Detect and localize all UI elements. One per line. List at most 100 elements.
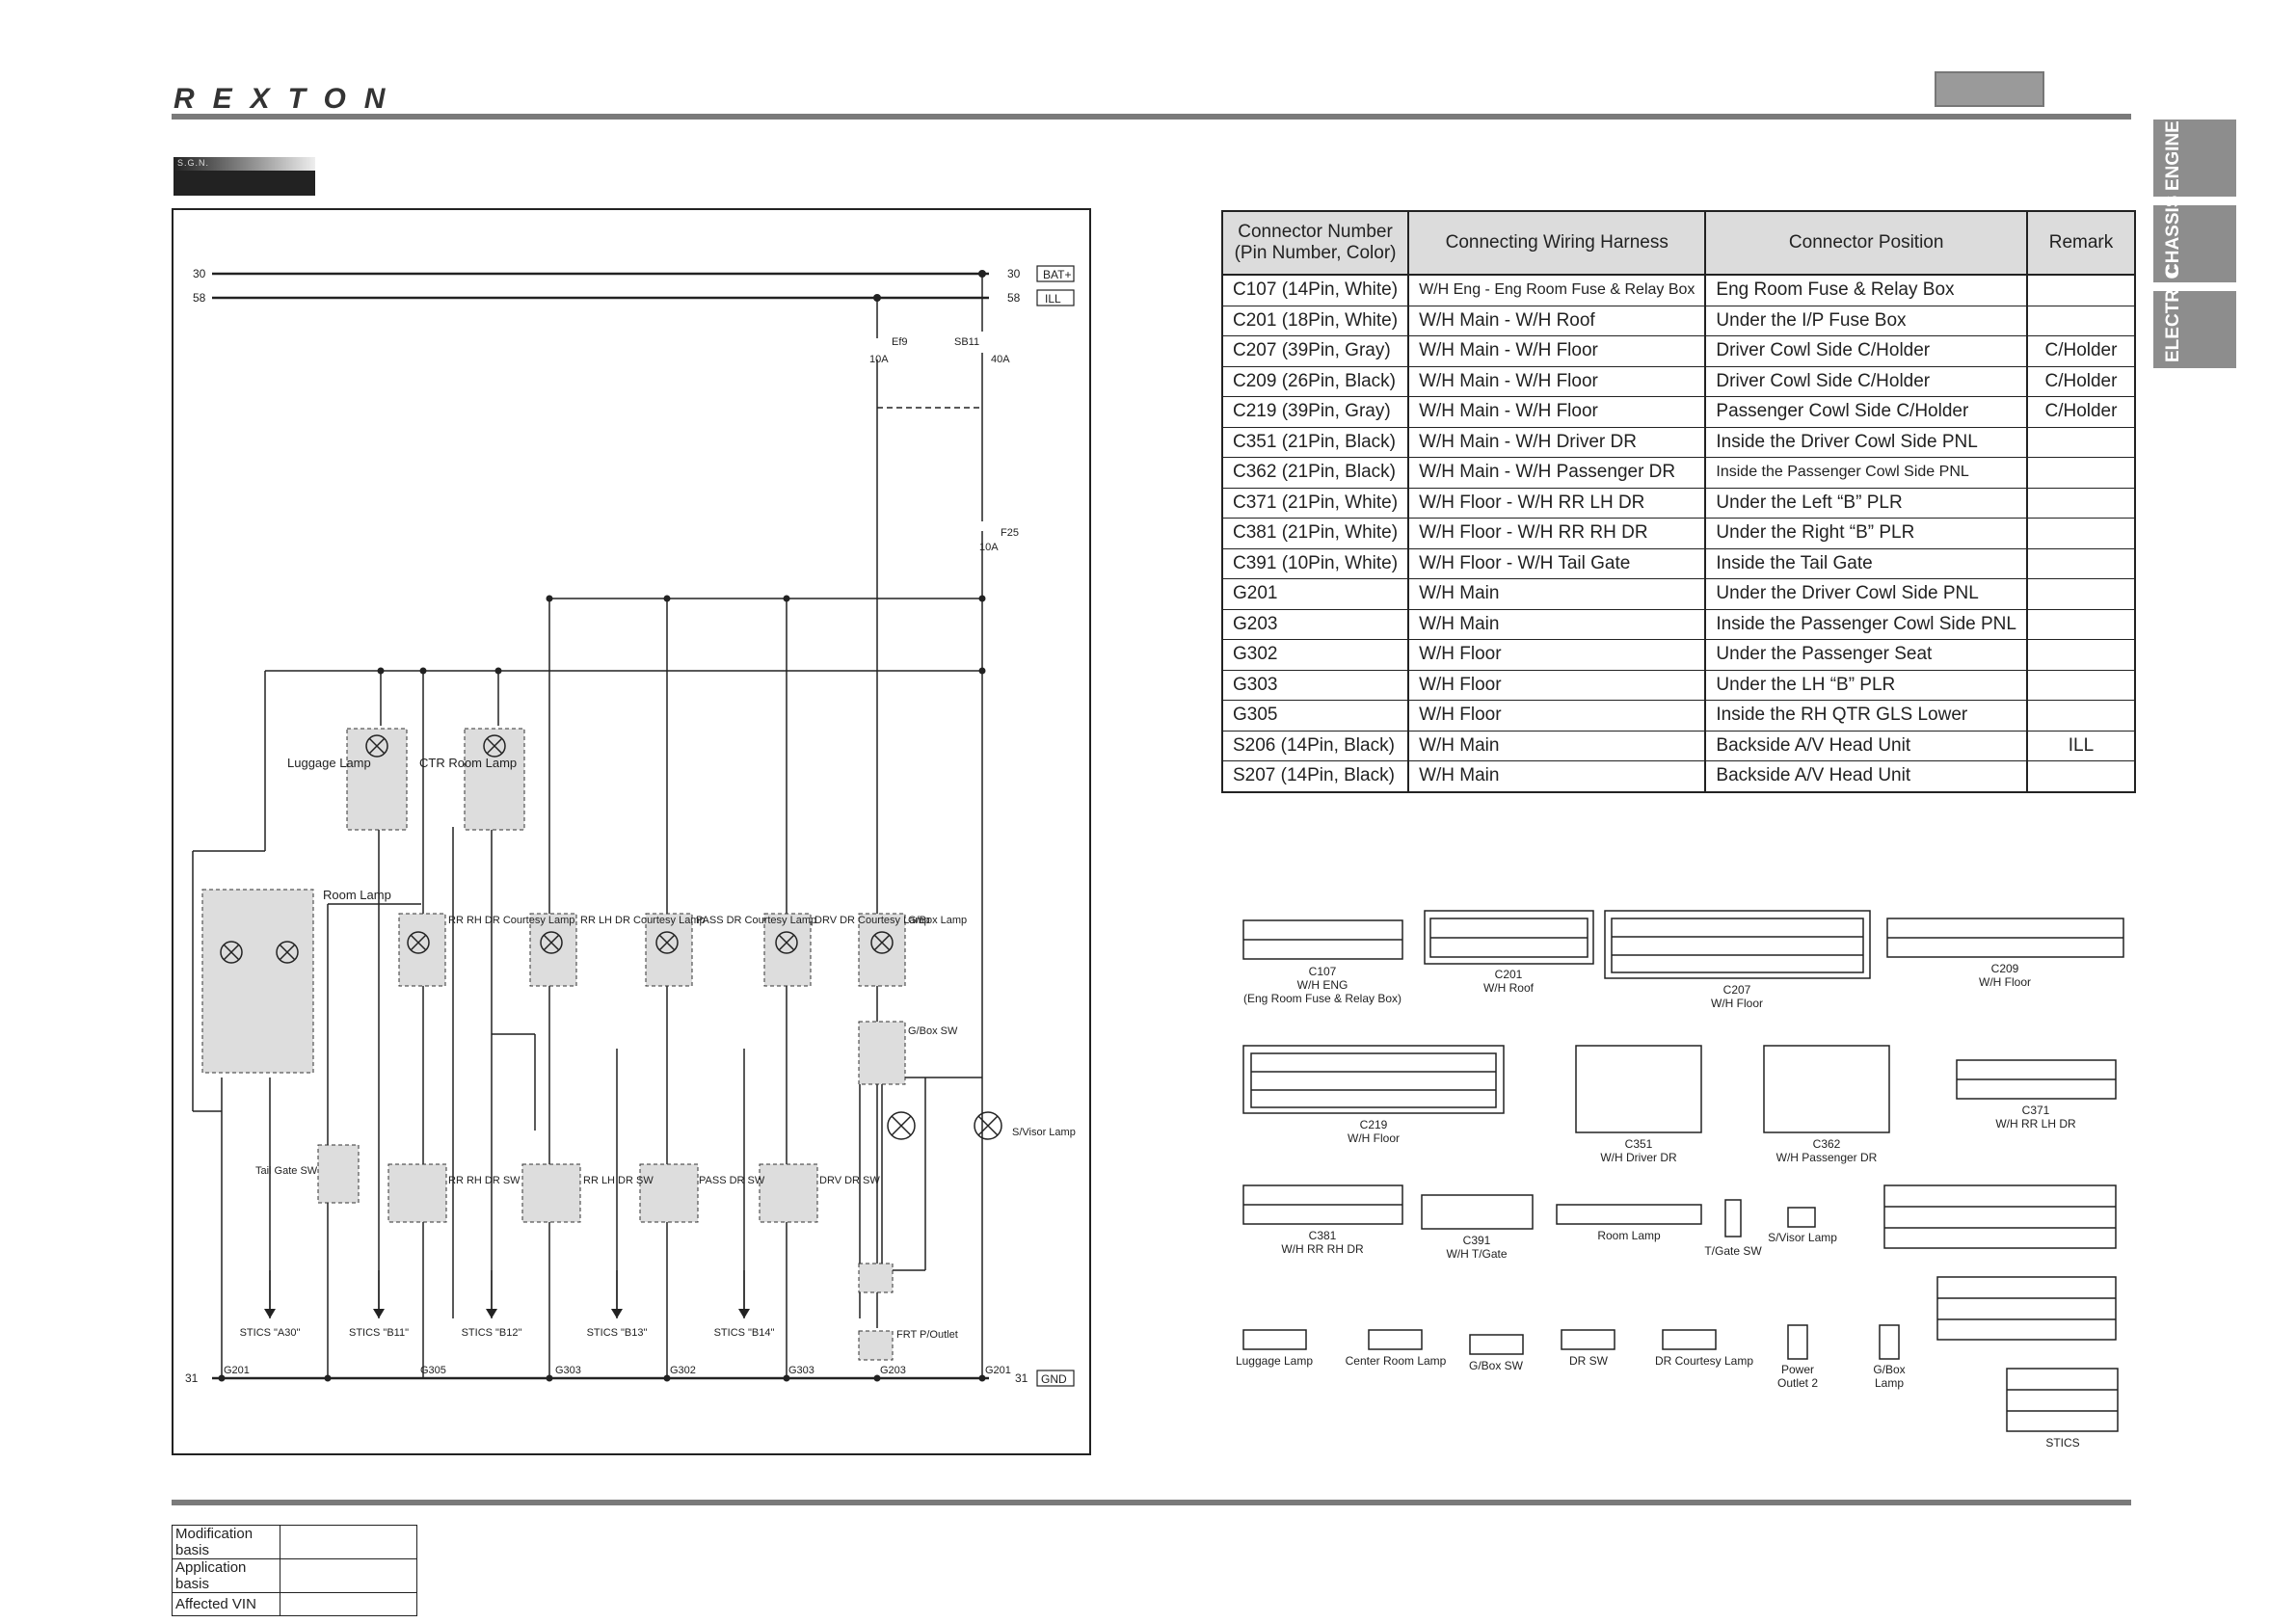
ground-g303-b: G303 xyxy=(788,1365,814,1376)
tab-engine[interactable]: ENGINE xyxy=(2153,120,2236,197)
dr-sw-connector-label: DR SW xyxy=(1569,1354,1609,1368)
bat-plus-label: BAT+ xyxy=(1043,268,1071,281)
table-row: C362 (21Pin, Black)W/H Main - W/H Passen… xyxy=(1220,457,2137,489)
fuse-f25-label: F25 xyxy=(1001,527,1019,539)
modification-table: Modification basis Application basis Aff… xyxy=(172,1525,417,1616)
c381-label: C381 xyxy=(1309,1229,1337,1242)
svg-text:Lamp: Lamp xyxy=(1875,1376,1904,1390)
svg-text:W/H Roof: W/H Roof xyxy=(1483,981,1535,995)
c107-label: C107 xyxy=(1309,965,1337,978)
svisor-lamp-connector-label: S/Visor Lamp xyxy=(1768,1231,1837,1244)
svg-text:31: 31 xyxy=(1015,1371,1028,1385)
col-wiring-harness: Connecting Wiring Harness xyxy=(1407,210,1707,276)
rr-rh-dr-sw-label: RR RH DR SW xyxy=(448,1175,521,1186)
c207-label: C207 xyxy=(1723,983,1751,997)
c362-label: C362 xyxy=(1813,1137,1841,1151)
col-remark: Remark xyxy=(2025,210,2137,276)
section-tag: S.G.N. xyxy=(174,157,315,196)
stics-a30: STICS "A30" xyxy=(240,1327,301,1339)
svg-text:W/H RR RH DR: W/H RR RH DR xyxy=(1281,1242,1364,1256)
tab-electric[interactable]: ELECTRI C xyxy=(2153,266,2236,368)
application-basis-label: Application basis xyxy=(172,1558,280,1593)
svg-text:W/H RR LH DR: W/H RR LH DR xyxy=(1995,1117,2076,1131)
ill-label: ILL xyxy=(1045,292,1061,306)
luggage-lamp-connector-label: Luggage Lamp xyxy=(1236,1354,1313,1368)
page-number-box xyxy=(1935,71,2044,107)
modification-basis-label: Modification basis xyxy=(172,1525,280,1559)
room-lamp-connector-label: Room Lamp xyxy=(1597,1229,1661,1242)
rr-rh-courtesy-label: RR RH DR Courtesy Lamp xyxy=(448,915,574,926)
rexton-logo: REXTON xyxy=(174,83,404,115)
svg-text:Outlet 2: Outlet 2 xyxy=(1777,1376,1818,1390)
svisor-lamp-label: S/Visor Lamp xyxy=(1012,1127,1076,1138)
footer-rule xyxy=(172,1500,2131,1505)
pass-dr-sw-label: PASS DR SW xyxy=(699,1175,765,1186)
ground-g303-a: G303 xyxy=(555,1365,581,1376)
connector-table: Connector Number (Pin Number, Color) Con… xyxy=(1220,210,2137,793)
c371-label: C371 xyxy=(2022,1104,2050,1117)
fuse-ef9-label: Ef9 xyxy=(892,336,908,348)
svg-text:(Eng Room Fuse & Relay Box): (Eng Room Fuse & Relay Box) xyxy=(1243,992,1402,1005)
svg-text:30: 30 xyxy=(193,267,206,280)
header-rule xyxy=(172,114,2131,120)
modification-basis-value xyxy=(280,1525,417,1559)
fuse-sb11-rating: 40A xyxy=(991,354,1010,365)
svg-text:W/H T/Gate: W/H T/Gate xyxy=(1446,1247,1507,1261)
svg-text:31: 31 xyxy=(185,1371,199,1385)
svg-text:58: 58 xyxy=(193,291,206,305)
stics-b12: STICS "B12" xyxy=(462,1327,522,1339)
rr-lh-dr-sw-label: RR LH DR SW xyxy=(583,1175,654,1186)
stics-b11: STICS "B11" xyxy=(349,1327,409,1339)
c219-label: C219 xyxy=(1360,1118,1388,1131)
col-connector-number: Connector Number (Pin Number, Color) xyxy=(1220,210,1410,276)
stics-b13: STICS "B13" xyxy=(587,1327,648,1339)
rr-lh-courtesy-label: RR LH DR Courtesy Lamp xyxy=(580,915,706,926)
fuse-f25-rating: 10A xyxy=(979,542,999,553)
gnd-label: GND xyxy=(1041,1372,1067,1386)
gbox-sw-label: G/Box SW xyxy=(908,1025,958,1037)
ctr-room-lamp-label: CTR Room Lamp xyxy=(419,756,517,770)
gbox-sw-connector-label: G/Box SW xyxy=(1469,1359,1524,1372)
ground-g201-left: G201 xyxy=(224,1365,250,1376)
table-row: C391 (10Pin, White)W/H Floor - W/H Tail … xyxy=(1220,547,2137,579)
tab-chassis[interactable]: CHASSIS xyxy=(2153,196,2236,282)
c201-label: C201 xyxy=(1495,968,1523,981)
lamp-boxes xyxy=(201,728,906,1361)
tgate-sw-connector-label: T/Gate SW xyxy=(1704,1244,1762,1258)
ground-g305: G305 xyxy=(420,1365,446,1376)
drv-dr-sw-label: DRV DR SW xyxy=(819,1175,880,1186)
pass-courtesy-label: PASS DR Courtesy Lamp xyxy=(696,915,816,926)
ground-g302: G302 xyxy=(670,1365,696,1376)
svg-text:W/H Floor: W/H Floor xyxy=(1348,1131,1400,1145)
affected-vin-label: Affected VIN xyxy=(172,1592,280,1616)
col-connector-position: Connector Position xyxy=(1704,210,2028,276)
c351-label: C351 xyxy=(1625,1137,1653,1151)
room-lamp-label: Room Lamp xyxy=(323,888,391,902)
table-row: C351 (21Pin, Black)W/H Main - W/H Driver… xyxy=(1220,426,2137,458)
center-room-lamp-connector-label: Center Room Lamp xyxy=(1346,1354,1447,1368)
table-row: C381 (21Pin, White)W/H Floor - W/H RR RH… xyxy=(1220,518,2137,549)
ground-g201-right: G201 xyxy=(985,1365,1011,1376)
frt-outlet-label: FRT P/Outlet xyxy=(896,1329,958,1341)
affected-vin-value xyxy=(280,1592,417,1616)
table-row: C371 (21Pin, White)W/H Floor - W/H RR LH… xyxy=(1220,487,2137,519)
gbox-lamp-label: G/Box Lamp xyxy=(908,915,967,926)
svg-text:W/H Driver DR: W/H Driver DR xyxy=(1600,1151,1677,1164)
luggage-lamp-label: Luggage Lamp xyxy=(287,756,371,770)
application-basis-value xyxy=(280,1558,417,1593)
svg-text:W/H ENG: W/H ENG xyxy=(1297,978,1348,992)
stics-connector-label: STICS xyxy=(2045,1436,2079,1450)
stics-b14: STICS "B14" xyxy=(714,1327,775,1339)
drv-courtesy-label: DRV DR Courtesy Lamp xyxy=(814,915,930,926)
dr-courtesy-lamp-connector-label: DR Courtesy Lamp xyxy=(1655,1354,1753,1368)
svg-text:W/H Floor: W/H Floor xyxy=(1979,975,2031,989)
